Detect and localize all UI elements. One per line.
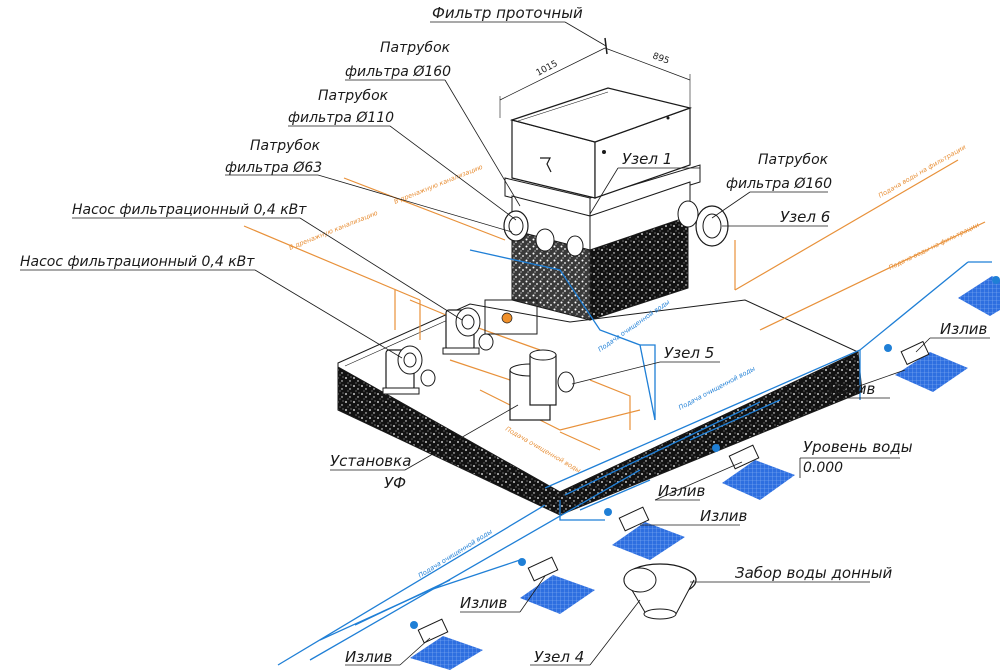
dim-1015: 1015 (535, 59, 560, 79)
leader-lines (20, 21, 990, 666)
bottom-intake (623, 563, 697, 620)
label-pump-2: Насос фильтрационный 0,4 кВт (20, 254, 255, 270)
text-labels: Фильтр проточный Патрубок фильтра Ø160 П… (20, 4, 988, 666)
label-nozzle160-line2: фильтра Ø160 (345, 64, 451, 80)
label-pump-1: Насос фильтрационный 0,4 кВт (72, 202, 307, 218)
filter-nozzles (503, 200, 729, 257)
pipe-label-orange-4: Подача воды на фильтрации (887, 221, 980, 272)
label-outlet-1: Излив (940, 320, 988, 338)
label-nozzle63-line1: Патрубок (250, 138, 321, 154)
dim-895: 895 (651, 51, 671, 66)
label-filter-flow: Фильтр проточный (432, 4, 583, 22)
pipe-label-orange-1: В дренажную канализацию (393, 163, 485, 206)
pump-right (442, 307, 494, 355)
label-water-level: Уровень воды (803, 438, 913, 456)
outlets (410, 276, 1000, 670)
label-outlet-5: Излив (460, 594, 508, 612)
label-outlet-4: Излив (700, 507, 748, 525)
label-node-1: Узел 1 (622, 150, 672, 168)
label-nozzle160r-line1: Патрубок (758, 152, 829, 168)
pump-left (382, 345, 436, 395)
label-node-6: Узел 6 (780, 208, 830, 226)
label-node-4: Узел 4 (534, 648, 584, 666)
uv-unit (501, 312, 575, 421)
label-outlet-2: Излив (828, 380, 876, 398)
label-nozzle110-line2: фильтра Ø110 (288, 110, 394, 126)
label-outlet-6: Излив (345, 648, 393, 666)
label-uv-line1: Установка (330, 452, 411, 470)
label-nozzle160-line1: Патрубок (380, 40, 451, 56)
label-uv-line2: УФ (384, 474, 406, 492)
label-water-level-value: 0.000 (803, 460, 843, 476)
label-node-5: Узел 5 (664, 344, 714, 362)
blue-pipes (277, 249, 992, 666)
label-nozzle63-line2: фильтра Ø63 (225, 160, 322, 176)
flow-filter-tank (504, 87, 701, 321)
label-nozzle110-line1: Патрубок (318, 88, 389, 104)
pipe-label-blue-4: Подача очищенной воды (417, 528, 494, 580)
label-outlet-3: Излив (658, 482, 706, 500)
pipe-label-orange-3: Подача воды на фильтрации (877, 143, 967, 200)
label-bottom-intake: Забор воды донный (735, 564, 893, 582)
label-nozzle160r-line2: фильтра Ø160 (726, 176, 832, 192)
